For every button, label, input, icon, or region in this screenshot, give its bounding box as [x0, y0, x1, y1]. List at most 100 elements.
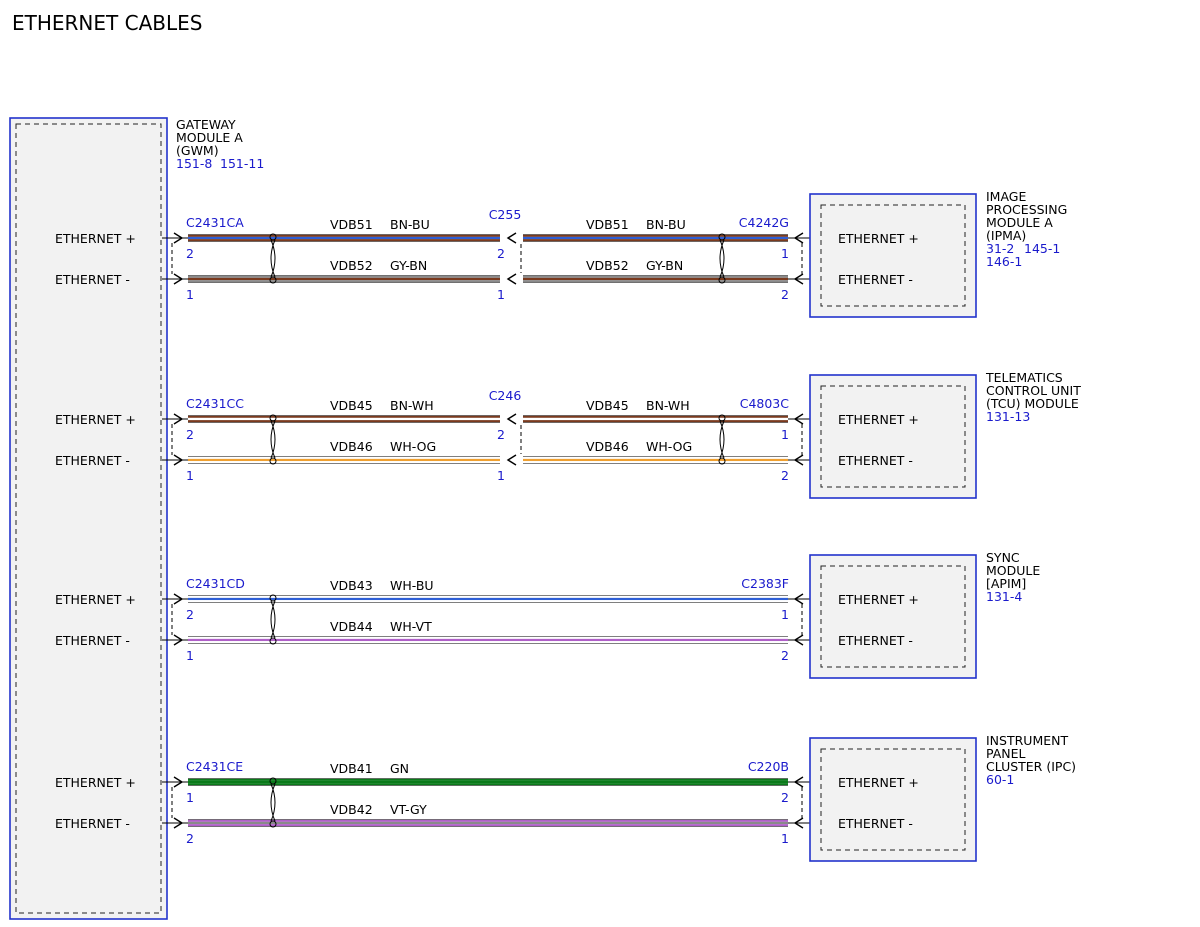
circuit-4-right-connector[interactable]: C220B	[748, 759, 789, 774]
circuit-4-gwm-pin-minus: ETHERNET -	[55, 816, 130, 831]
circuit-1-twist-left-b	[270, 239, 276, 278]
circuit-1-twist-left-a	[270, 239, 276, 278]
circuit-2-arrow-left-minus	[173, 454, 184, 466]
circuit-2-module-name-line-2: CONTROL UNIT	[986, 383, 1081, 398]
gateway-module[interactable]	[9, 117, 168, 920]
circuit-1-module-ref-1[interactable]: 31-2	[986, 241, 1014, 256]
circuit-2-wire-plus-left[interactable]	[188, 415, 500, 423]
circuit-2-circuit-minus-right: VDB46	[586, 439, 629, 454]
circuit-4-module-ref-1[interactable]: 60-1	[986, 772, 1014, 787]
circuit-1-module-ref-3[interactable]: 146-1	[986, 254, 1022, 269]
circuit-2-module[interactable]	[809, 374, 977, 499]
circuit-2-right-connector[interactable]: C4803C	[740, 396, 790, 411]
circuit-4-module-name-line-1: INSTRUMENT	[986, 733, 1068, 748]
circuit-1-wire-plus-left[interactable]	[188, 234, 500, 242]
circuit-1-twist-left-bottom	[269, 276, 277, 284]
circuit-4-circuit-minus: VDB42	[330, 802, 373, 817]
gateway-ref-1[interactable]: 151-8	[176, 156, 212, 171]
circuit-1-inline-connector[interactable]: C255	[489, 207, 522, 222]
circuit-4-color-minus: VT-GY	[390, 802, 427, 817]
circuit-4-twist-top	[269, 777, 277, 785]
circuit-2-color-plus-right: BN-WH	[646, 398, 690, 413]
circuit-3-circuit-minus: VDB44	[330, 619, 373, 634]
circuit-2-color-minus-right: WH-OG	[646, 439, 692, 454]
page-title: ETHERNET CABLES	[12, 11, 202, 35]
circuit-4-module-pin-minus: ETHERNET -	[838, 816, 913, 831]
circuit-3-right-pin-plus: 1	[781, 607, 789, 622]
circuit-3-twist-bottom	[269, 637, 277, 645]
circuits-layer: ETHERNET + ETHERNET - C2431CA 2 1 C4242G 1 2 C25…	[55, 189, 1081, 862]
circuit-2-twist-right-top	[718, 414, 726, 422]
circuit-3-left-connector[interactable]: C2431CD	[186, 576, 245, 591]
circuit-1-wire-plus-right[interactable]	[523, 234, 788, 242]
circuit-1-left-pin-minus: 1	[186, 287, 194, 302]
circuit-1-inline-arrow-plus	[506, 232, 517, 244]
circuit-2-circuit-plus: VDB45	[330, 398, 373, 413]
circuit-4-twist-a	[270, 783, 276, 822]
circuit-1-module-name-line-1: IMAGE	[986, 189, 1026, 204]
circuit-2-twist-right-bottom	[718, 457, 726, 465]
circuit-1-module-pin-plus: ETHERNET +	[838, 231, 919, 246]
circuit-4-module-name-line-3: CLUSTER (IPC)	[986, 759, 1076, 774]
circuit-1-module[interactable]	[809, 193, 977, 318]
circuit-2-circuit-minus: VDB46	[330, 439, 373, 454]
circuit-1-module-ref-2[interactable]: 145-1	[1024, 241, 1060, 256]
circuit-2-module-name-line-3: (TCU) MODULE	[986, 396, 1079, 411]
circuit-2-module-box	[809, 374, 977, 499]
circuit-1-left-connector[interactable]: C2431CA	[186, 215, 244, 230]
circuit-2-twist-left-b	[270, 420, 276, 459]
circuit-3-wire-minus[interactable]	[188, 636, 788, 644]
circuit-4-left-connector[interactable]: C2431CE	[186, 759, 243, 774]
gateway-ref-2[interactable]: 151-11	[220, 156, 264, 171]
circuit-3-color-plus: WH-BU	[390, 578, 434, 593]
circuit-1-circuit-plus: VDB51	[330, 217, 373, 232]
circuit-1-twist-left-top	[269, 233, 277, 241]
circuit-3-gwm-pin-plus: ETHERNET +	[55, 592, 136, 607]
circuit-1-inline-pin-minus: 1	[497, 287, 505, 302]
circuit-2-wire-plus-right[interactable]	[523, 415, 788, 423]
circuit-2-left-connector[interactable]: C2431CC	[186, 396, 244, 411]
circuit-2-module-pin-minus: ETHERNET -	[838, 453, 913, 468]
circuit-4-twist-bottom	[269, 820, 277, 828]
circuit-4-wire-plus[interactable]	[188, 778, 788, 786]
circuit-2-gwm-pin-minus: ETHERNET -	[55, 453, 130, 468]
circuit-1-left-pin-plus: 2	[186, 246, 194, 261]
circuit-1-right-connector[interactable]: C4242G	[739, 215, 789, 230]
circuit-2-inline-arrow-plus	[506, 413, 517, 425]
circuit-4-module[interactable]	[809, 737, 977, 862]
circuit-2-inline-connector[interactable]: C246	[489, 388, 522, 403]
circuit-2-twist-right-a	[719, 420, 725, 459]
circuit-2-wire-minus-left[interactable]	[188, 456, 500, 464]
circuit-4-gwm-pin-plus: ETHERNET +	[55, 775, 136, 790]
circuit-3-color-minus: WH-VT	[390, 619, 432, 634]
circuit-2-wire-minus-right[interactable]	[523, 456, 788, 464]
circuit-1-inline-arrow-minus	[506, 273, 517, 285]
circuit-2-module-ref-1[interactable]: 131-13	[986, 409, 1030, 424]
circuit-1-wire-minus-left[interactable]	[188, 275, 500, 283]
circuit-3-module-name-line-1: SYNC	[986, 550, 1020, 565]
circuit-3-right-connector[interactable]: C2383F	[741, 576, 789, 591]
circuit-2-left-pin-plus: 2	[186, 427, 194, 442]
circuit-4-color-plus: GN	[390, 761, 409, 776]
circuit-4-right-pin-plus: 2	[781, 790, 789, 805]
circuit-1-gwm-pin-minus: ETHERNET -	[55, 272, 130, 287]
circuit-4-wire-minus[interactable]	[188, 819, 788, 827]
circuit-3-module-pin-minus: ETHERNET -	[838, 633, 913, 648]
circuit-3-module[interactable]	[809, 554, 977, 679]
circuit-4-circuit-plus: VDB41	[330, 761, 373, 776]
circuit-2-twist-left-top	[269, 414, 277, 422]
circuit-1-right-pin-plus: 1	[781, 246, 789, 261]
circuit-1-inline-pin-plus: 2	[497, 246, 505, 261]
circuit-2-module-name-line-1: TELEMATICS	[985, 370, 1063, 385]
circuit-3-wire-plus[interactable]	[188, 595, 788, 603]
circuit-2-module-pin-plus: ETHERNET +	[838, 412, 919, 427]
circuit-3-module-ref-1[interactable]: 131-4	[986, 589, 1022, 604]
circuit-4-arrow-left-minus	[173, 817, 184, 829]
circuit-3-module-pin-plus: ETHERNET +	[838, 592, 919, 607]
circuit-1-wire-minus-right[interactable]	[523, 275, 788, 283]
gateway-name-line-2: MODULE A	[176, 130, 243, 145]
circuit-2-right-pin-plus: 1	[781, 427, 789, 442]
circuit-3-module-name-line-3: [APIM]	[986, 576, 1026, 591]
circuit-3-twist-b	[270, 600, 276, 639]
circuit-4-arrow-left-plus	[173, 776, 184, 788]
